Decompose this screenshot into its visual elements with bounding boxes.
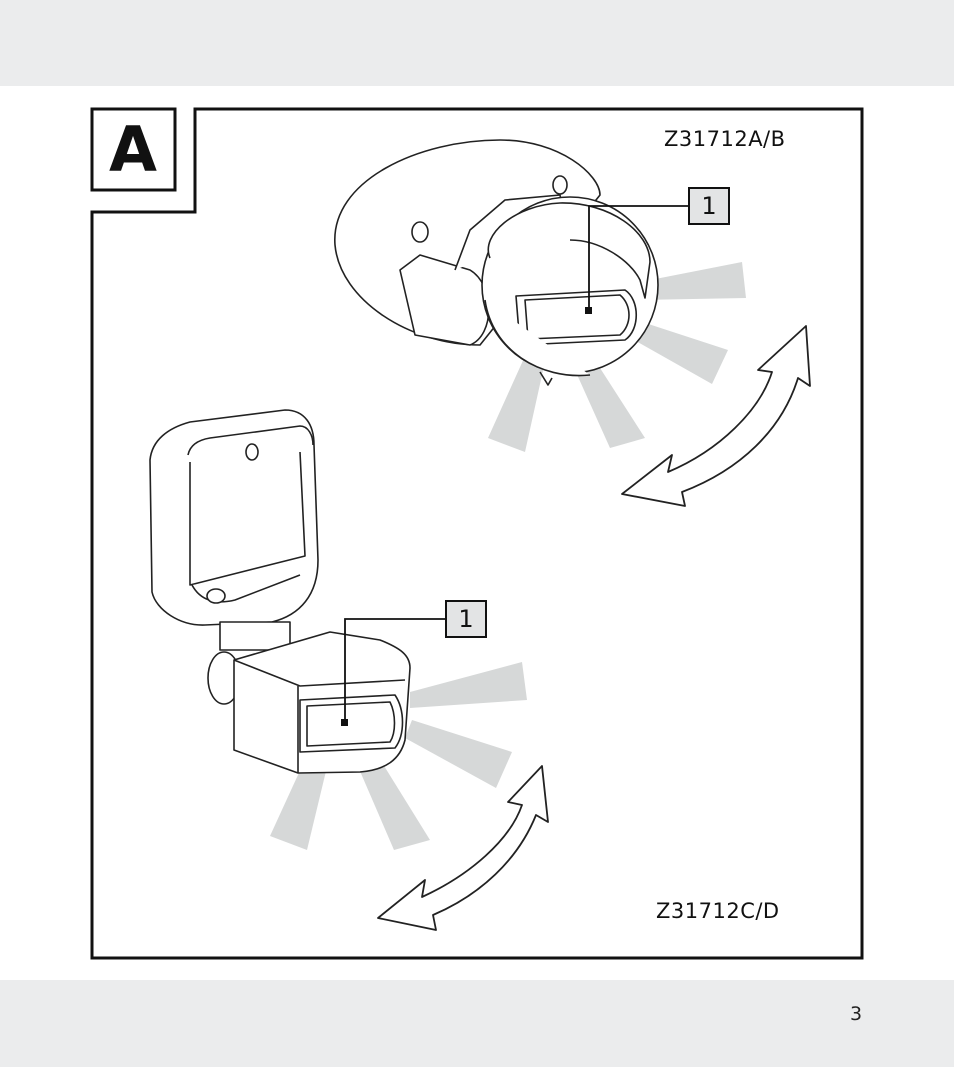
callout-point-top — [585, 307, 592, 314]
model-label-bottom: Z31712C/D — [656, 899, 780, 923]
callout-number-bottom: 1 — [445, 600, 487, 638]
callout-point-bottom — [341, 719, 348, 726]
page-number: 3 — [838, 1003, 874, 1025]
section-letter: A — [92, 108, 174, 190]
callout-number-top: 1 — [688, 187, 730, 225]
model-label-top: Z31712A/B — [664, 127, 786, 151]
page-footer-band — [0, 980, 954, 1067]
rotation-arrow-bottom — [378, 766, 548, 930]
sensor-top-drawing — [335, 140, 746, 452]
